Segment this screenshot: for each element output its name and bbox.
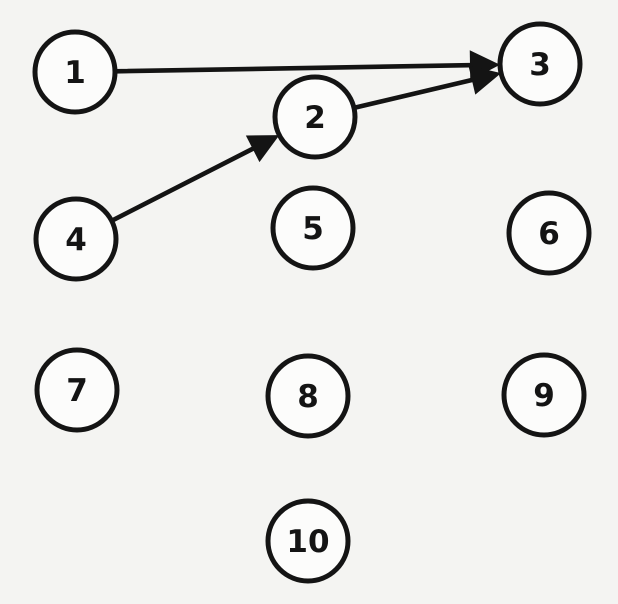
node-circle-7: [34, 347, 120, 433]
node-circle-2: [272, 74, 358, 160]
node-label-5: 5: [302, 211, 324, 247]
node-circle-3: [497, 21, 583, 107]
node-label-8: 8: [297, 379, 319, 415]
node-circle-8: [265, 353, 351, 439]
node-circle-1: [32, 29, 118, 115]
edge-line-4-2: [109, 143, 261, 224]
node-label-10: 10: [286, 524, 329, 560]
node-label-2: 2: [304, 100, 326, 136]
node-label-1: 1: [64, 55, 86, 91]
node-circle-4: [33, 196, 119, 282]
node-circle-9: [501, 352, 587, 438]
node-circle-5: [270, 185, 356, 271]
node-label-6: 6: [538, 216, 560, 252]
node-circle-10: [265, 498, 351, 584]
node-label-9: 9: [533, 378, 555, 414]
node-circle-6: [506, 190, 592, 276]
node-label-3: 3: [529, 47, 551, 83]
node-label-7: 7: [66, 373, 88, 409]
node-label-4: 4: [65, 222, 87, 258]
arrowhead-4-2: [245, 135, 280, 163]
edge-line-1-3: [112, 62, 479, 74]
arrowhead-2-3: [468, 65, 502, 95]
edge-line-2-3: [351, 76, 481, 111]
